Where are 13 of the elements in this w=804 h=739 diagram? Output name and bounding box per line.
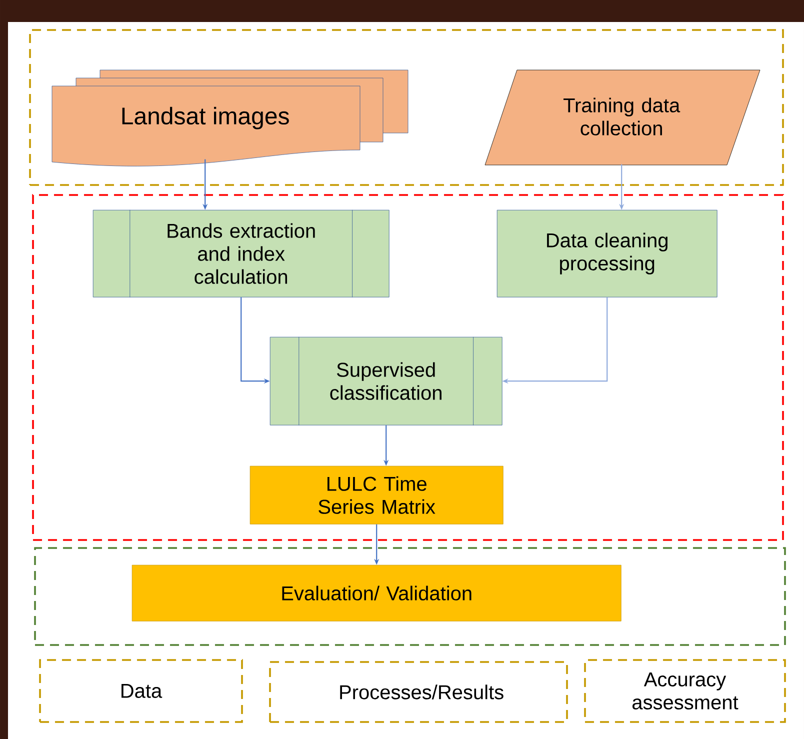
legend-item: Data bbox=[39, 659, 243, 723]
predefined-process-box: Supervised classification bbox=[270, 336, 502, 426]
result-box: Evaluation/ Validation bbox=[132, 564, 622, 622]
legend-item: Accuracy assessment bbox=[584, 659, 786, 723]
document-stack: Landsat images bbox=[52, 70, 408, 166]
group-frame bbox=[32, 194, 784, 541]
predefined-process-box: Bands extraction and index calculation bbox=[92, 210, 390, 298]
group-frame bbox=[29, 29, 784, 186]
result-box: LULC Time Series Matrix bbox=[250, 466, 504, 524]
process-box: Data cleaning processing bbox=[496, 210, 718, 298]
legend-item: Processes/Results bbox=[269, 661, 568, 723]
group-frame bbox=[34, 547, 786, 646]
data-parallelogram: Training data collection bbox=[484, 70, 760, 166]
